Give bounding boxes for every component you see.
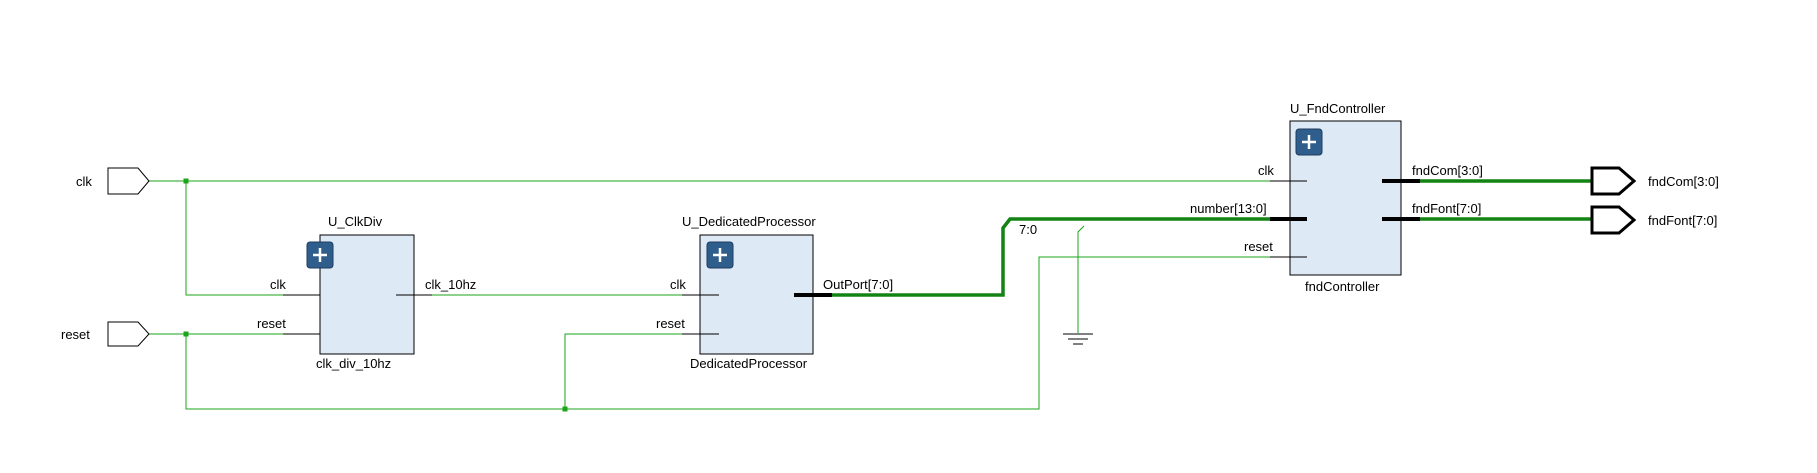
output-port-fndfont-label: fndFont[7:0] — [1648, 213, 1717, 228]
block-processor-instance: U_DedicatedProcessor — [682, 214, 816, 229]
net-clk[interactable] — [149, 180, 1307, 296]
pin-processor-reset-label: reset — [656, 316, 685, 331]
pin-clkdiv-reset-label: reset — [257, 316, 286, 331]
pin-fnd-reset-label: reset — [1244, 239, 1273, 254]
pin-clkdiv-clk-label: clk — [270, 277, 286, 292]
bus-slice-label: 7:0 — [1019, 222, 1037, 237]
block-clkdiv-module: clk_div_10hz — [316, 356, 391, 371]
output-port-fndcom[interactable] — [1590, 166, 1637, 196]
junction-reset-bottom — [562, 406, 568, 412]
input-port-reset[interactable] — [107, 321, 150, 347]
bus-outport-to-number[interactable] — [828, 217, 1270, 297]
net-reset[interactable] — [149, 256, 1307, 410]
nets — [149, 178, 1592, 412]
pin-fnd-clk-label: clk — [1258, 163, 1274, 178]
junction-reset-left — [183, 331, 189, 337]
output-port-fndcom-label: fndCom[3:0] — [1648, 174, 1719, 189]
expand-processor-button[interactable] — [706, 241, 734, 269]
block-fnd-instance: U_FndController — [1290, 101, 1386, 116]
expand-clkdiv-button[interactable] — [306, 241, 334, 269]
block-processor[interactable]: U_DedicatedProcessor clk reset OutPort[7… — [656, 214, 893, 371]
ground-icon — [1063, 333, 1093, 345]
pin-processor-outport-label: OutPort[7:0] — [823, 277, 893, 292]
input-port-clk[interactable] — [107, 167, 150, 195]
junction-clk — [183, 178, 189, 184]
net-ground-tie[interactable] — [1077, 225, 1085, 333]
block-fnd[interactable]: U_FndController clk number[13:0] reset f… — [1190, 101, 1483, 294]
pin-clkdiv-clk10hz-label: clk_10hz — [425, 277, 476, 292]
pin-fnd-fndcom-label: fndCom[3:0] — [1412, 163, 1483, 178]
block-fnd-module: fndController — [1305, 279, 1380, 294]
input-port-reset-label: reset — [61, 327, 90, 342]
pin-fnd-fndfont-label: fndFont[7:0] — [1412, 201, 1481, 216]
pin-fnd-number-label: number[13:0] — [1190, 201, 1267, 216]
expand-fnd-button[interactable] — [1295, 128, 1323, 156]
block-clkdiv[interactable]: U_ClkDiv clk reset clk_10hz clk_div_10hz — [257, 214, 476, 371]
input-port-clk-label: clk — [76, 174, 92, 189]
output-port-fndfont[interactable] — [1590, 205, 1637, 235]
pin-processor-clk-label: clk — [670, 277, 686, 292]
block-processor-module: DedicatedProcessor — [690, 356, 808, 371]
block-clkdiv-instance: U_ClkDiv — [328, 214, 383, 229]
